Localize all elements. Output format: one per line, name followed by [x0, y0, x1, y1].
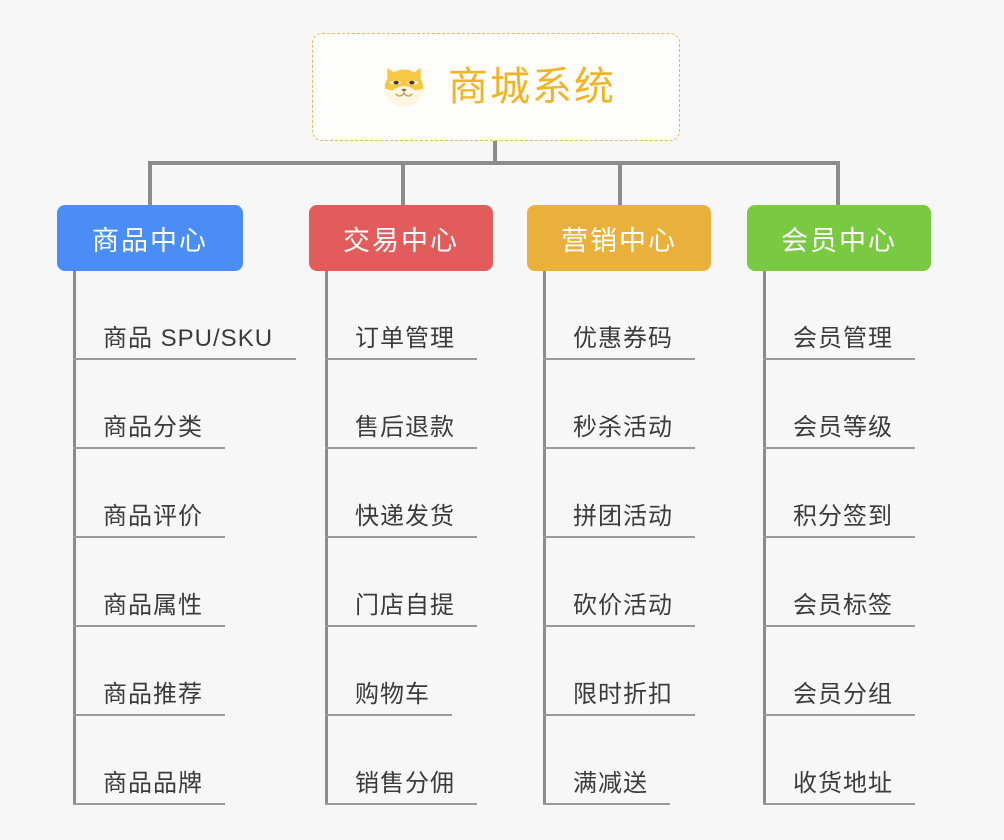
leaf-item-rule	[543, 803, 670, 805]
leaf-item-rule	[73, 714, 225, 716]
category-header-label: 商品中心	[92, 225, 208, 256]
leaf-item-label: 会员等级	[793, 413, 893, 441]
leaf-item-label: 会员分组	[793, 680, 893, 708]
connector-drop-3	[618, 161, 622, 207]
category-column-trade-center: 交易中心订单管理售后退款快递发货门店自提购物车销售分佣	[309, 205, 493, 805]
leaf-item-rule	[763, 447, 915, 449]
category-column-member-center: 会员中心会员管理会员等级积分签到会员标签会员分组收货地址	[747, 205, 931, 805]
leaf-item-rule	[325, 536, 477, 538]
leaf-item-label: 收货地址	[793, 769, 893, 797]
leaf-item-rule	[73, 358, 296, 360]
leaf-item-rule	[763, 803, 915, 805]
leaf-item-rule	[763, 536, 915, 538]
leaf-item-label: 商品分类	[103, 413, 203, 441]
leaf-item-label: 秒杀活动	[573, 413, 673, 441]
leaf-item-rule	[73, 536, 225, 538]
column-spine-member-center	[763, 271, 766, 805]
leaf-item-rule	[543, 358, 695, 360]
category-column-product-center: 商品中心商品 SPU/SKU 商品分类商品评价商品属性商品推荐商品品牌	[57, 205, 296, 805]
leaf-item-label: 商品属性	[103, 591, 203, 619]
leaf-item-label: 售后退款	[355, 413, 455, 441]
column-spine-trade-center	[325, 271, 328, 805]
leaf-item-rule	[543, 536, 695, 538]
category-column-marketing-center: 营销中心优惠券码秒杀活动拼团活动砍价活动限时折扣满减送	[527, 205, 711, 805]
connector-drop-2	[401, 161, 405, 207]
leaf-item-label: 拼团活动	[573, 502, 673, 530]
leaf-item-rule	[325, 714, 452, 716]
leaf-item-label: 商品 SPU/SKU	[103, 324, 274, 352]
category-header-marketing-center[interactable]: 营销中心	[527, 205, 711, 271]
leaf-item-rule	[763, 625, 915, 627]
leaf-item-label: 商品推荐	[103, 680, 203, 708]
leaf-item-rule	[325, 625, 477, 627]
leaf-item-rule	[73, 625, 225, 627]
leaf-item-rule	[763, 714, 915, 716]
category-header-product-center[interactable]: 商品中心	[57, 205, 243, 271]
leaf-item-label: 商品评价	[103, 502, 203, 530]
leaf-item-rule	[543, 447, 695, 449]
root-title: 商城系统	[448, 65, 616, 109]
category-header-label: 交易中心	[343, 225, 459, 256]
leaf-item-rule	[73, 803, 225, 805]
leaf-item-rule	[325, 447, 477, 449]
leaf-item-label: 限时折扣	[573, 680, 673, 708]
leaf-item-label: 销售分佣	[355, 769, 455, 797]
column-spine-product-center	[73, 271, 76, 805]
leaf-item-label: 积分签到	[793, 502, 893, 530]
connector-drop-1	[148, 161, 152, 207]
leaf-item-rule	[325, 803, 477, 805]
leaf-item-label: 会员管理	[793, 324, 893, 352]
shiba-dog-icon	[384, 67, 424, 108]
category-header-trade-center[interactable]: 交易中心	[309, 205, 493, 271]
leaf-item-label: 购物车	[355, 680, 430, 708]
leaf-item-label: 砍价活动	[573, 591, 673, 619]
leaf-item-label: 会员标签	[793, 591, 893, 619]
category-header-member-center[interactable]: 会员中心	[747, 205, 931, 271]
connector-horizontal-bus	[148, 161, 840, 165]
leaf-item-label: 优惠券码	[573, 324, 673, 352]
leaf-item-label: 订单管理	[355, 324, 455, 352]
leaf-item-rule	[543, 714, 695, 716]
leaf-item-rule	[73, 447, 225, 449]
connector-drop-4	[836, 161, 840, 207]
leaf-item-label: 门店自提	[355, 591, 455, 619]
category-header-label: 会员中心	[781, 225, 897, 256]
leaf-item-label: 快递发货	[355, 502, 455, 530]
column-spine-marketing-center	[543, 271, 546, 805]
leaf-item-rule	[325, 358, 477, 360]
category-header-label: 营销中心	[561, 225, 677, 256]
leaf-item-rule	[763, 358, 915, 360]
leaf-item-label: 商品品牌	[103, 769, 203, 797]
root-node[interactable]: 商城系统	[312, 33, 680, 141]
connector-root-stem	[493, 141, 497, 164]
leaf-item-label: 满减送	[573, 769, 648, 797]
leaf-item-rule	[543, 625, 695, 627]
